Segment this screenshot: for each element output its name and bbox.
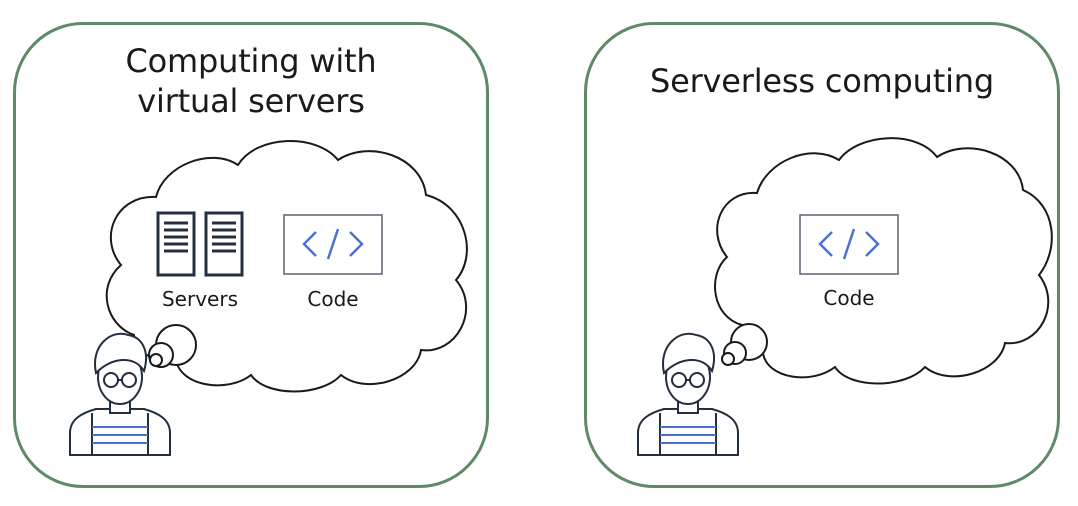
person-icon — [637, 332, 739, 456]
thought-bubble-small — [149, 353, 163, 367]
thinking-person-scene: Code — [637, 137, 1053, 456]
panel-title: Serverless computing — [649, 62, 994, 100]
thinking-person-scene: Servers Code — [69, 140, 468, 456]
panel-title: Computing with virtual servers — [125, 42, 377, 120]
code-icon — [799, 214, 899, 275]
server-icon — [204, 211, 244, 277]
virtual-servers-panel: Computing with virtual servers Servers — [13, 22, 489, 488]
server-icon — [156, 211, 196, 277]
person-icon — [69, 332, 171, 456]
serverless-panel: Serverless computing Code — [584, 22, 1060, 488]
code-label: Code — [823, 286, 874, 310]
code-icon — [283, 214, 383, 275]
servers-label: Servers — [162, 287, 238, 311]
code-label: Code — [307, 287, 358, 311]
thought-bubble-small — [721, 352, 735, 366]
